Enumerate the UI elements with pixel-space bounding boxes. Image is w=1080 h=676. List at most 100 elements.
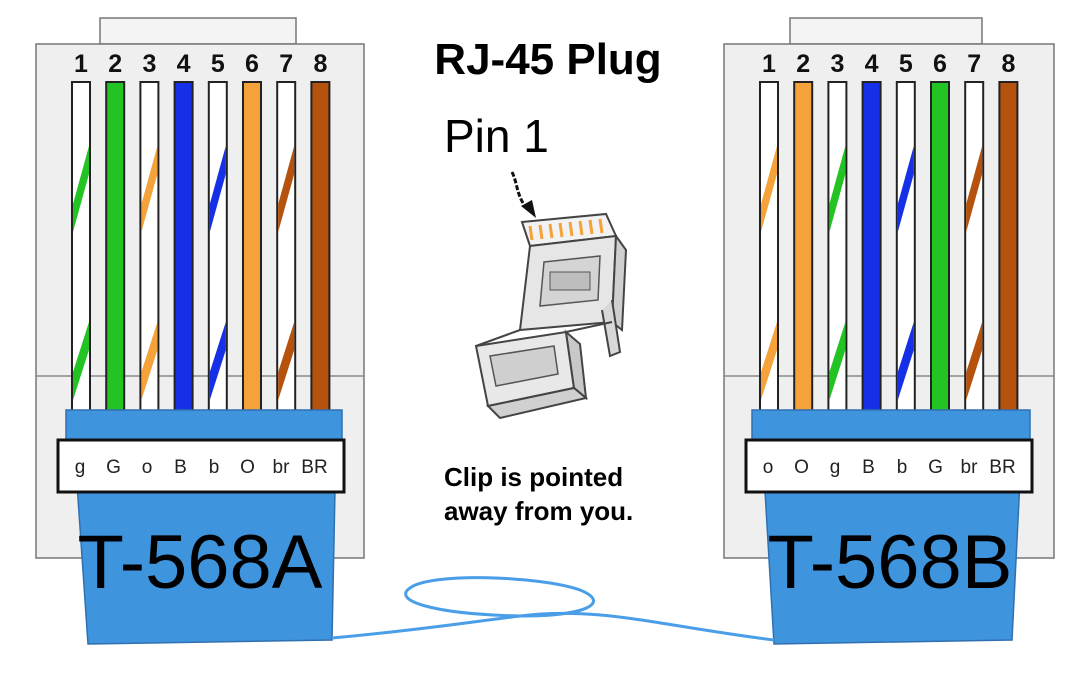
color-code-box — [56, 438, 346, 494]
wire-stripe — [278, 146, 295, 232]
clip-note-line-1: Clip is pointed — [444, 462, 623, 492]
plug-top-tab — [99, 17, 297, 45]
clip-note-line-2: away from you. — [444, 496, 633, 526]
wire-stripe — [278, 322, 295, 400]
color-code: B — [174, 457, 187, 478]
rj45-plug-illustration — [474, 212, 628, 420]
pin-number: 7 — [967, 50, 981, 78]
wire-7 — [276, 81, 297, 413]
plug-side-face — [610, 233, 628, 333]
pin-number: 6 — [245, 50, 259, 78]
wire-stripe — [209, 146, 226, 232]
color-code: BR — [989, 457, 1015, 478]
wire-stripe — [829, 322, 846, 400]
wire-2 — [793, 81, 814, 413]
plug-front-slot — [549, 271, 591, 291]
pin-number: 7 — [279, 50, 293, 78]
color-code: O — [794, 457, 809, 478]
diagram-title: RJ-45 Plug — [434, 35, 661, 84]
wire-4 — [173, 81, 194, 413]
wire-2 — [105, 81, 126, 413]
wire-stripe — [966, 322, 983, 400]
wire-body — [930, 81, 950, 413]
wire-stripe — [897, 322, 914, 400]
wire-5 — [207, 81, 228, 413]
plug-neck — [475, 321, 613, 347]
wire-3 — [827, 81, 848, 413]
pin1-label: Pin 1 — [444, 110, 549, 162]
color-code: o — [142, 457, 153, 478]
pin-number: 4 — [865, 50, 879, 78]
wire-stripe — [761, 322, 777, 400]
wire-4 — [861, 81, 882, 413]
cable-loop — [404, 576, 595, 618]
pin-number: 8 — [1001, 50, 1015, 78]
pin1-arrowhead — [521, 200, 536, 218]
pin-number: 2 — [108, 50, 122, 78]
wire-7 — [964, 81, 985, 413]
wire-3 — [139, 81, 160, 413]
wire-8 — [310, 81, 331, 413]
color-code: G — [928, 457, 943, 478]
wire-body — [242, 81, 262, 413]
pin-number: 3 — [142, 50, 156, 78]
pin-number: 1 — [74, 50, 88, 78]
wire-body — [310, 81, 331, 413]
standard-label: T-568A — [77, 520, 322, 605]
wire-stripe — [829, 146, 846, 232]
color-code: b — [209, 457, 220, 478]
pin-number: 4 — [177, 50, 191, 78]
standard-label: T-568B — [767, 520, 1012, 605]
wire-1 — [759, 81, 779, 413]
pin-number: 1 — [762, 50, 776, 78]
wire-stripe — [141, 322, 158, 400]
wire-stripe — [966, 146, 983, 232]
wire-stripe — [73, 322, 89, 400]
plug-bottom-lip — [485, 386, 589, 420]
color-code: O — [240, 457, 255, 478]
wire-6 — [930, 81, 950, 413]
pin-number: 8 — [313, 50, 327, 78]
color-code-box — [744, 438, 1034, 494]
color-code: BR — [301, 457, 327, 478]
color-code: br — [961, 457, 979, 478]
color-code: B — [862, 457, 875, 478]
color-code: g — [830, 457, 841, 478]
wire-1 — [71, 81, 91, 413]
color-code: o — [763, 457, 774, 478]
wire-body — [861, 81, 882, 413]
plug-top-tab — [789, 17, 983, 45]
wires-group — [759, 81, 1019, 413]
color-code: br — [273, 457, 291, 478]
pin-number: 3 — [830, 50, 844, 78]
wire-stripe — [897, 146, 914, 232]
wire-body — [173, 81, 194, 413]
wires-group — [71, 81, 331, 413]
wire-5 — [895, 81, 916, 413]
wire-6 — [242, 81, 262, 413]
pin-number: 5 — [211, 50, 225, 78]
wire-stripe — [761, 146, 777, 232]
plug-clip — [601, 299, 622, 358]
wire-stripe — [209, 322, 226, 400]
pin-number: 6 — [933, 50, 947, 78]
wire-stripe — [73, 146, 89, 232]
color-code: G — [106, 457, 121, 478]
color-code: b — [897, 457, 908, 478]
color-code: g — [75, 457, 86, 478]
pin-number: 2 — [796, 50, 810, 78]
plug-cable-opening — [489, 345, 559, 387]
wire-8 — [998, 81, 1019, 413]
pin-number: 5 — [899, 50, 913, 78]
plug-contacts — [528, 218, 604, 241]
wire-stripe — [141, 146, 158, 232]
connecting-cable — [331, 611, 775, 642]
wire-body — [998, 81, 1019, 413]
